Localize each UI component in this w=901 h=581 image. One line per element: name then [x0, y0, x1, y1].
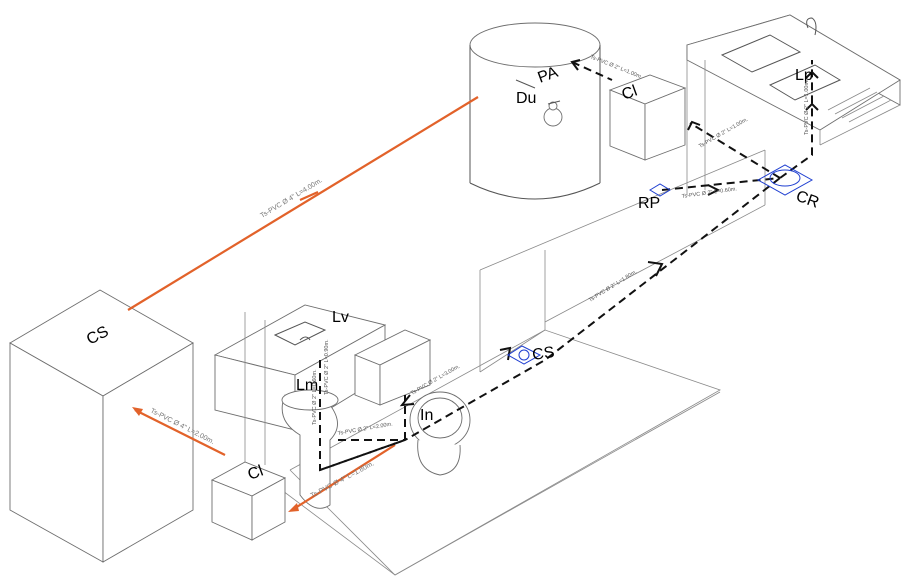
- registry-box-bottom: [210, 461, 287, 541]
- label-cs-floor: CS: [531, 344, 555, 364]
- septic-tank: [9, 289, 194, 563]
- registry-box-top: [608, 74, 687, 161]
- floor-drain-cs: [507, 345, 542, 365]
- drain-arrows: [399, 59, 819, 407]
- pipe-label-lp-vertical: Ts-PVC Ø 2" L=1.00m.: [804, 79, 810, 135]
- fixture-labels: CS CS Du PA Cl Cl Lp CR RP Lv Lm In: [84, 64, 821, 484]
- orange-pipes: [127, 96, 479, 512]
- back-wall: [479, 149, 766, 372]
- urinal-fixture: [281, 389, 339, 509]
- pipe-label-in: Ts-PVC Ø 2" L=2.00m.: [337, 421, 393, 437]
- drainboard-ridges: [827, 87, 892, 123]
- label-ci-top: Cl: [620, 83, 640, 104]
- floor-drain-rp: [649, 183, 671, 197]
- drain-lines: [319, 60, 813, 472]
- pipe-spec-labels: Ts-PVC Ø 4" L=4.00m. Ts-PVC Ø 4" L=2.00m…: [149, 54, 810, 499]
- label-in: In: [420, 407, 433, 424]
- label-du: Du: [516, 90, 536, 107]
- pipe-label-orange-long: Ts-PVC Ø 4" L=4.00m.: [259, 177, 323, 219]
- label-pa: PA: [536, 64, 561, 87]
- label-lm: Lm: [296, 377, 318, 394]
- pipe-label-rp-cr: Ts-PVC Ø 2" L=0.60m.: [681, 186, 737, 200]
- label-ci-bottom: Cl: [246, 463, 266, 484]
- label-lp: Lp: [795, 67, 813, 84]
- pipe-label-main: Ts-PVC Ø 2" L=1.80m.: [588, 269, 639, 304]
- floor-drain-cr: [756, 164, 814, 196]
- pipe-label-pa-ci: Ts-PVC Ø 2" L=1.00m.: [589, 54, 643, 81]
- label-cr: CR: [794, 188, 822, 212]
- kitchen-counter: [686, 14, 901, 195]
- label-rp: RP: [638, 195, 660, 212]
- pipe-label-lm-vertical: Ts-PVC Ø 2" L=0.60m.: [312, 369, 318, 425]
- pipe-label-lv-vertical: Ts-PVC Ø 2" L=0.90m.: [324, 339, 330, 395]
- toilet-fixture: [353, 329, 471, 476]
- label-lv: Lv: [332, 309, 349, 326]
- shower-column: [469, 22, 601, 200]
